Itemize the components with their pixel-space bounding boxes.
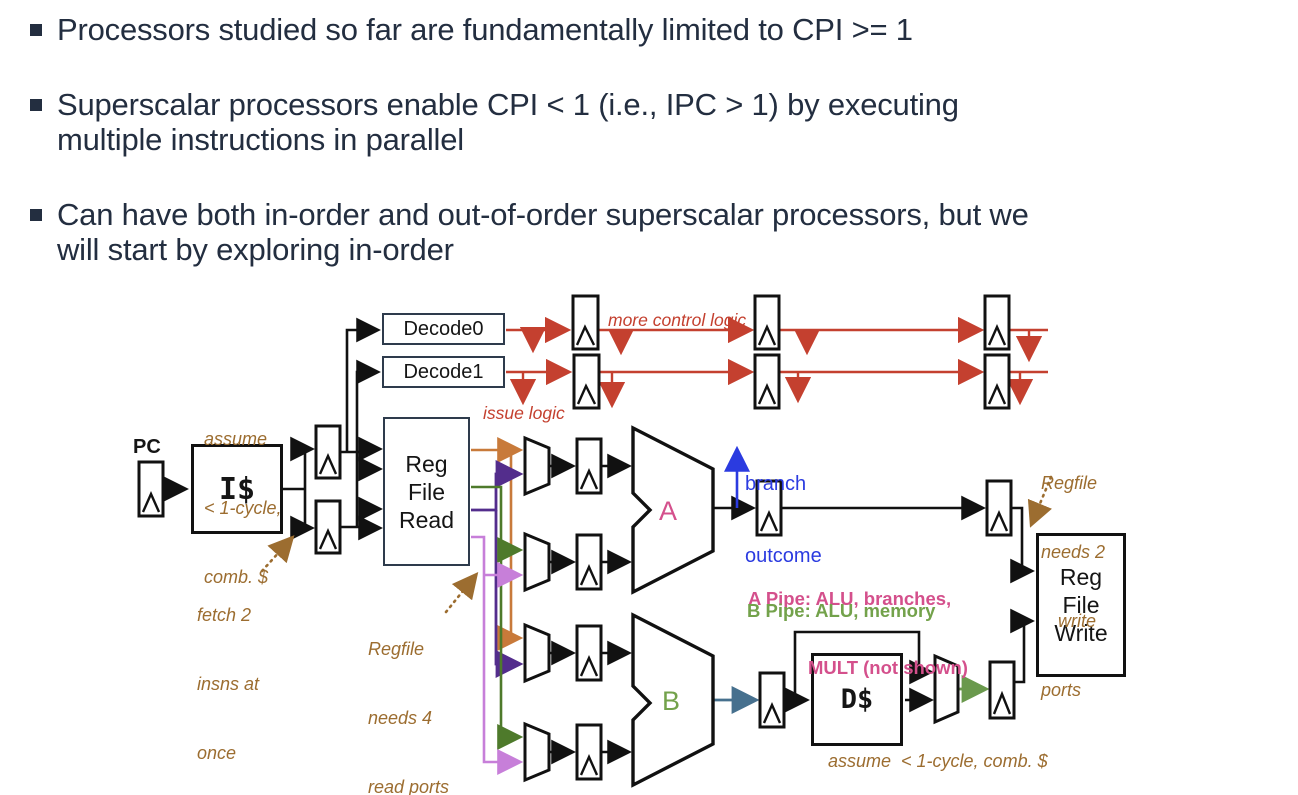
note-assume-dcache: assume < 1-cycle, comb. $ — [828, 751, 1048, 771]
reg-ctrl-stage1-a — [571, 294, 600, 351]
reg-ctrl-stage3-b — [983, 353, 1011, 410]
icache-label: I$ — [218, 471, 256, 507]
regfile-read-line: Read — [399, 506, 454, 533]
reg-b-writeback — [988, 660, 1016, 720]
icache-box: I$ — [191, 444, 283, 534]
reg-a-writeback — [985, 479, 1013, 537]
alu-a-label: A — [659, 496, 678, 526]
reg-fetch0 — [314, 424, 342, 480]
dcache-box: D$ — [811, 653, 903, 746]
decode1-label: Decode1 — [403, 360, 484, 383]
control-logic-wires — [506, 316, 1048, 409]
mux-b-operand2 — [523, 721, 551, 783]
reg-ctrl-stage1-b — [572, 353, 601, 410]
reg-pc — [137, 460, 165, 518]
bullet-marker-icon — [30, 99, 42, 111]
bullet-line: Superscalar processors enable CPI < 1 (i… — [57, 87, 959, 122]
read-port2-wire-purple — [471, 460, 524, 678]
note-fetch-two: fetch 2 insns at once — [197, 605, 260, 763]
bullet-list: Processors studied so far are fundamenta… — [30, 12, 1270, 293]
regfile-write-box: Reg File Write — [1036, 533, 1126, 677]
read-port4-wire-violet — [471, 535, 524, 775]
mux-b-operand1 — [523, 622, 551, 684]
reg-b-operand1 — [575, 624, 603, 682]
regfile-read-box: Reg File Read — [383, 417, 470, 566]
reg-ctrl-stage3-a — [983, 294, 1011, 351]
reg-b-operand2 — [575, 723, 603, 781]
black-wires — [163, 317, 1035, 765]
reg-b-result — [758, 671, 786, 729]
bullet-marker-icon — [30, 209, 42, 221]
alu-a — [631, 425, 715, 595]
note-a-pipe: A Pipe: ALU, branches, MULT (not shown) — [748, 588, 968, 678]
note-regfile-write-ports: Regfile needs 2 write ports — [1041, 473, 1106, 700]
regfile-write-line: Write — [1054, 620, 1108, 646]
note-regfile-read-ports: Regfile needs 4 read ports — [368, 639, 450, 795]
regfile-write-line: File — [1062, 592, 1100, 618]
dcache-label: D$ — [840, 684, 874, 715]
bullet-item: Superscalar processors enable CPI < 1 (i… — [30, 87, 1270, 157]
regfile-read-line: Reg — [405, 450, 448, 477]
decode0-box: Decode0 — [382, 313, 505, 345]
bullet-line: will start by exploring in-order — [57, 232, 454, 267]
bullet-line: multiple instructions in parallel — [57, 122, 464, 157]
reg-ctrl-stage2-b — [753, 353, 781, 410]
alu-b-label: B — [662, 686, 681, 716]
mux-dcache-bypass — [933, 653, 960, 725]
bullet-marker-icon — [30, 24, 42, 36]
reg-a-operand2 — [575, 533, 603, 591]
reg-a-result — [755, 479, 783, 537]
regfile-read-line: File — [407, 478, 446, 505]
mux-a-operand2 — [523, 531, 551, 593]
annotation-pointer-arrows — [260, 475, 1053, 614]
alu-b — [631, 612, 715, 788]
note-b-pipe: B Pipe: ALU, memory — [747, 600, 936, 621]
note-issue-logic: issue logic — [483, 403, 565, 423]
reg-fetch1 — [314, 499, 342, 555]
bullet-item: Processors studied so far are fundamenta… — [30, 12, 1270, 47]
read-port3-wire-green — [471, 485, 524, 750]
reg-ctrl-stage2-a — [753, 294, 781, 351]
decode0-label: Decode0 — [403, 317, 484, 340]
note-assume-icache: assume < 1-cycle, comb. $ — [204, 429, 282, 587]
bullet-line: Processors studied so far are fundamenta… — [57, 12, 913, 47]
regfile-write-line: Reg — [1059, 564, 1103, 590]
bullet-line: Can have both in-order and out-of-order … — [57, 197, 1029, 232]
read-port1-wire-orange — [471, 437, 524, 651]
pc-label: PC — [133, 436, 161, 458]
note-more-control-logic: more control logic — [608, 310, 747, 330]
reg-a-operand1 — [575, 437, 603, 495]
note-branch-outcome: branch outcome — [745, 473, 822, 567]
bullet-item: Can have both in-order and out-of-order … — [30, 197, 1270, 267]
decode1-box: Decode1 — [382, 356, 505, 388]
mux-a-operand1 — [523, 435, 551, 497]
